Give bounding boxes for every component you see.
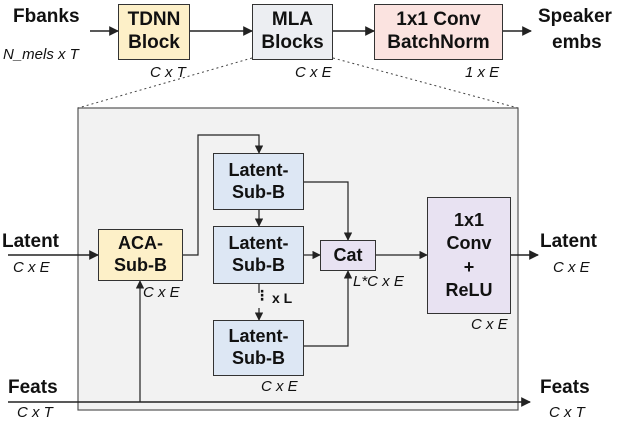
aca-line1: ACA- (118, 233, 163, 254)
zoom-line-right (332, 57, 519, 109)
cat-block: Cat (320, 240, 376, 271)
feats-in-label: Feats (8, 377, 58, 398)
feats-in-dims: C x T (17, 404, 53, 421)
conv-relu-block: 1x1 Conv + ReLU (427, 197, 511, 314)
sub3-line1: Latent- (228, 326, 289, 347)
fbanks-label: Fbanks (13, 6, 80, 27)
conv-line2: Conv (446, 233, 492, 254)
feats-out-dims: C x T (549, 404, 585, 421)
tdnn-dims: C x T (150, 64, 186, 81)
feats-out-label: Feats (540, 377, 590, 398)
repeat-label: x L (272, 290, 293, 306)
tdnn-block: TDNN Block (118, 4, 190, 60)
cat-dims: L*C x E (353, 273, 404, 290)
zoom-line-left (77, 57, 253, 109)
speaker-line1: Speaker (538, 6, 612, 27)
arrow-aca-sub1 (183, 134, 264, 256)
speaker-line2: embs (552, 32, 602, 53)
convbn-dims: 1 x E (465, 64, 500, 81)
convbn-line2: BatchNorm (387, 32, 490, 53)
latent-in-dims: C x E (13, 259, 50, 276)
sub3-dims: C x E (261, 378, 298, 395)
repeat-dots: ⋮ (255, 287, 270, 303)
conv-dims: C x E (471, 316, 508, 333)
tdnn-line1: TDNN (127, 9, 181, 31)
sub1-line1: Latent- (228, 159, 289, 180)
latent-sub-block-2: Latent- Sub-B (213, 226, 304, 284)
convbn-line1: 1x1 Conv (396, 9, 481, 31)
conv-line3: + (463, 256, 475, 277)
conv-batchnorm-block: 1x1 Conv BatchNorm (374, 4, 503, 60)
sub2-line2: Sub-B (232, 255, 285, 275)
arrow-sub3-cat (304, 270, 353, 347)
latent-in-label: Latent (2, 231, 59, 252)
aca-line2: Sub-B (114, 255, 167, 275)
sub2-line1: Latent- (228, 233, 289, 254)
aca-dims: C x E (143, 284, 180, 301)
latent-sub-block-3: Latent- Sub-B (213, 320, 304, 376)
conv-line4: ReLU (445, 279, 493, 300)
tdnn-line2: Block (128, 32, 180, 53)
mla-dims: C x E (295, 64, 332, 81)
latent-out-label: Latent (540, 231, 597, 252)
mla-blocks: MLA Blocks (252, 4, 333, 60)
conv-line1: 1x1 (453, 209, 485, 230)
arrow-sub1-cat (304, 181, 353, 241)
sub3-line2: Sub-B (232, 348, 285, 368)
mla-line2: Blocks (261, 32, 324, 53)
latent-sub-block-1: Latent- Sub-B (213, 153, 304, 210)
aca-sub-block: ACA- Sub-B (98, 229, 183, 281)
sub1-line2: Sub-B (232, 181, 285, 202)
fbanks-dims: N_mels x T (3, 46, 79, 63)
mla-line1: MLA (271, 9, 314, 31)
cat-text: Cat (333, 244, 363, 265)
latent-out-dims: C x E (553, 259, 590, 276)
